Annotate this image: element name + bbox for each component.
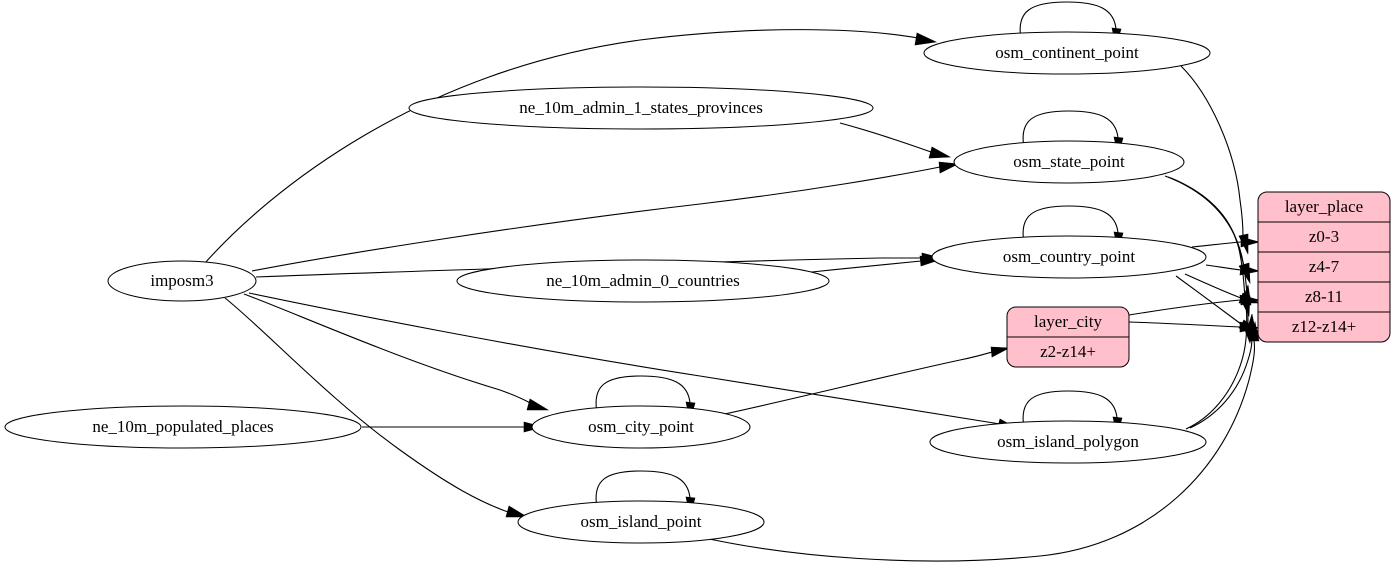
node-osm_island_point[interactable]: osm_island_point bbox=[517, 500, 765, 544]
record-node-layer: layer_city z2-z14+ layer_place z0-3 z4-7… bbox=[1006, 191, 1391, 368]
node-osm_continent_point[interactable]: osm_continent_point bbox=[923, 31, 1211, 75]
node-ne_10m_admin_1_states_provinces[interactable]: ne_10m_admin_1_states_provinces bbox=[408, 86, 874, 130]
arrowhead bbox=[928, 146, 952, 159]
selfloop-osm_island_point bbox=[595, 470, 691, 509]
edge-layer_city-to-layer_place-z12-z14+ bbox=[1128, 321, 1241, 328]
record-row-layer_place-z8-11[interactable]: z8-11 bbox=[1305, 287, 1343, 306]
edge-imposm3-to-osm_island_polygon bbox=[248, 292, 1001, 425]
node-osm_state_point[interactable]: osm_state_point bbox=[953, 140, 1185, 184]
node-label-osm_continent_point: osm_continent_point bbox=[995, 43, 1139, 62]
node-label-imposm3: imposm3 bbox=[150, 271, 213, 290]
node-label-osm_island_polygon: osm_island_polygon bbox=[997, 432, 1139, 451]
node-shape-osm_continent_point[interactable] bbox=[923, 31, 1211, 75]
node-layer: imposm3 ne_10m_admin_1_states_provinces … bbox=[4, 31, 1211, 544]
node-label-ne_10m_populated_places: ne_10m_populated_places bbox=[92, 417, 273, 436]
arrowhead bbox=[1240, 236, 1261, 248]
edge-osm_country_point-to-layer_place-z0-3 bbox=[1191, 241, 1242, 248]
node-shape-osm_country_point[interactable] bbox=[931, 235, 1207, 279]
arrowhead bbox=[526, 398, 550, 411]
node-shape-ne_10m_admin_0_countries[interactable] bbox=[456, 259, 830, 303]
node-label-osm_island_point: osm_island_point bbox=[581, 512, 702, 531]
edge-osm_city_point-to-layer_city-z2-z14+ bbox=[719, 351, 993, 416]
arrowhead bbox=[914, 32, 938, 46]
edge-imposm3-to-osm_state_point bbox=[251, 166, 941, 272]
edge-imposm3-to-osm_city_point bbox=[243, 293, 533, 405]
node-osm_city_point[interactable]: osm_city_point bbox=[531, 405, 751, 449]
edge-imposm3-to-osm_island_point bbox=[224, 297, 509, 513]
edge-imposm3-to-osm_continent_point bbox=[204, 29, 919, 264]
arrowhead bbox=[1248, 320, 1260, 342]
selfloop-osm_country_point bbox=[1022, 205, 1119, 244]
node-label-osm_city_point: osm_city_point bbox=[588, 417, 694, 436]
arrowhead bbox=[1240, 284, 1252, 306]
edge-osm_country_point-to-layer_place-z12-z14+ bbox=[1175, 275, 1242, 325]
node-ne_10m_populated_places[interactable]: ne_10m_populated_places bbox=[4, 405, 362, 449]
arrowhead bbox=[1239, 264, 1261, 276]
edge-ne_admin1-to-osm_state_point bbox=[839, 122, 932, 153]
edge-osm_state_point-to-layer_place-z8-11 bbox=[1167, 176, 1246, 299]
edge-layer bbox=[204, 1, 1261, 562]
record-row-layer_place-z12-z14plus[interactable]: z12-z14+ bbox=[1292, 317, 1356, 336]
selfloop-osm_island_polygon bbox=[1022, 390, 1118, 429]
edge-osm_continent_point-to-layer_place-z0-3 bbox=[1180, 65, 1244, 238]
arrowhead bbox=[990, 346, 1011, 358]
record-row-layer_city-title[interactable]: layer_city bbox=[1034, 312, 1102, 331]
node-ne_10m_admin_0_countries[interactable]: ne_10m_admin_0_countries bbox=[456, 259, 830, 303]
node-shape-ne_10m_populated_places[interactable] bbox=[4, 405, 362, 449]
node-osm_island_polygon[interactable]: osm_island_polygon bbox=[929, 420, 1207, 464]
record-row-layer_city-z2-z14plus[interactable]: z2-z14+ bbox=[1040, 342, 1096, 361]
node-osm_country_point[interactable]: osm_country_point bbox=[931, 235, 1207, 279]
node-shape-ne_10m_admin_1_states_provinces[interactable] bbox=[408, 86, 874, 130]
node-label-osm_country_point: osm_country_point bbox=[1003, 247, 1135, 266]
edge-ne_admin0-to-osm_country_point bbox=[811, 260, 922, 273]
selfloop-osm_continent_point bbox=[1019, 1, 1117, 40]
selfloop-osm_city_point bbox=[595, 375, 691, 414]
record-shape-layer_place[interactable] bbox=[1257, 191, 1391, 343]
node-shape-osm_island_point[interactable] bbox=[517, 500, 765, 544]
arrowhead bbox=[919, 255, 941, 267]
arrowhead bbox=[505, 505, 529, 518]
edge-layer_city-to-layer_place-z8-11 bbox=[1128, 299, 1241, 316]
node-label-ne_10m_admin_1_states_provinces: ne_10m_admin_1_states_provinces bbox=[519, 98, 763, 117]
edge-osm_island_polygon-to-layer_place-z8-11 bbox=[1185, 302, 1248, 430]
node-shape-imposm3[interactable] bbox=[107, 260, 257, 302]
record-row-layer_place-z4-7[interactable]: z4-7 bbox=[1309, 257, 1340, 276]
node-label-ne_10m_admin_0_countries: ne_10m_admin_0_countries bbox=[546, 271, 740, 290]
node-imposm3[interactable]: imposm3 bbox=[107, 260, 257, 302]
edge-osm_country_point-to-layer_place-z8-11 bbox=[1184, 273, 1242, 299]
node-shape-osm_island_polygon[interactable] bbox=[929, 420, 1207, 464]
node-shape-osm_city_point[interactable] bbox=[531, 405, 751, 449]
record-node-layer_city[interactable]: layer_city z2-z14+ bbox=[1006, 306, 1130, 368]
node-label-osm_state_point: osm_state_point bbox=[1013, 152, 1125, 171]
edge-osm_country_point-to-layer_place-z4-7 bbox=[1205, 264, 1242, 271]
record-row-layer_place-z0-3[interactable]: z0-3 bbox=[1309, 227, 1339, 246]
record-row-layer_place-title[interactable]: layer_place bbox=[1285, 197, 1363, 216]
node-shape-osm_state_point[interactable] bbox=[953, 140, 1185, 184]
arrowhead bbox=[938, 161, 960, 174]
edge-osm_island_point-to-layer_place-z12-z14+ bbox=[699, 339, 1256, 562]
record-node-layer_place[interactable]: layer_place z0-3 z4-7 z8-11 z12-z14+ bbox=[1257, 191, 1391, 343]
selfloop-osm_state_point bbox=[1022, 110, 1119, 149]
edge-osm_island_polygon-to-layer_place-z12-z14+ bbox=[1189, 331, 1253, 429]
